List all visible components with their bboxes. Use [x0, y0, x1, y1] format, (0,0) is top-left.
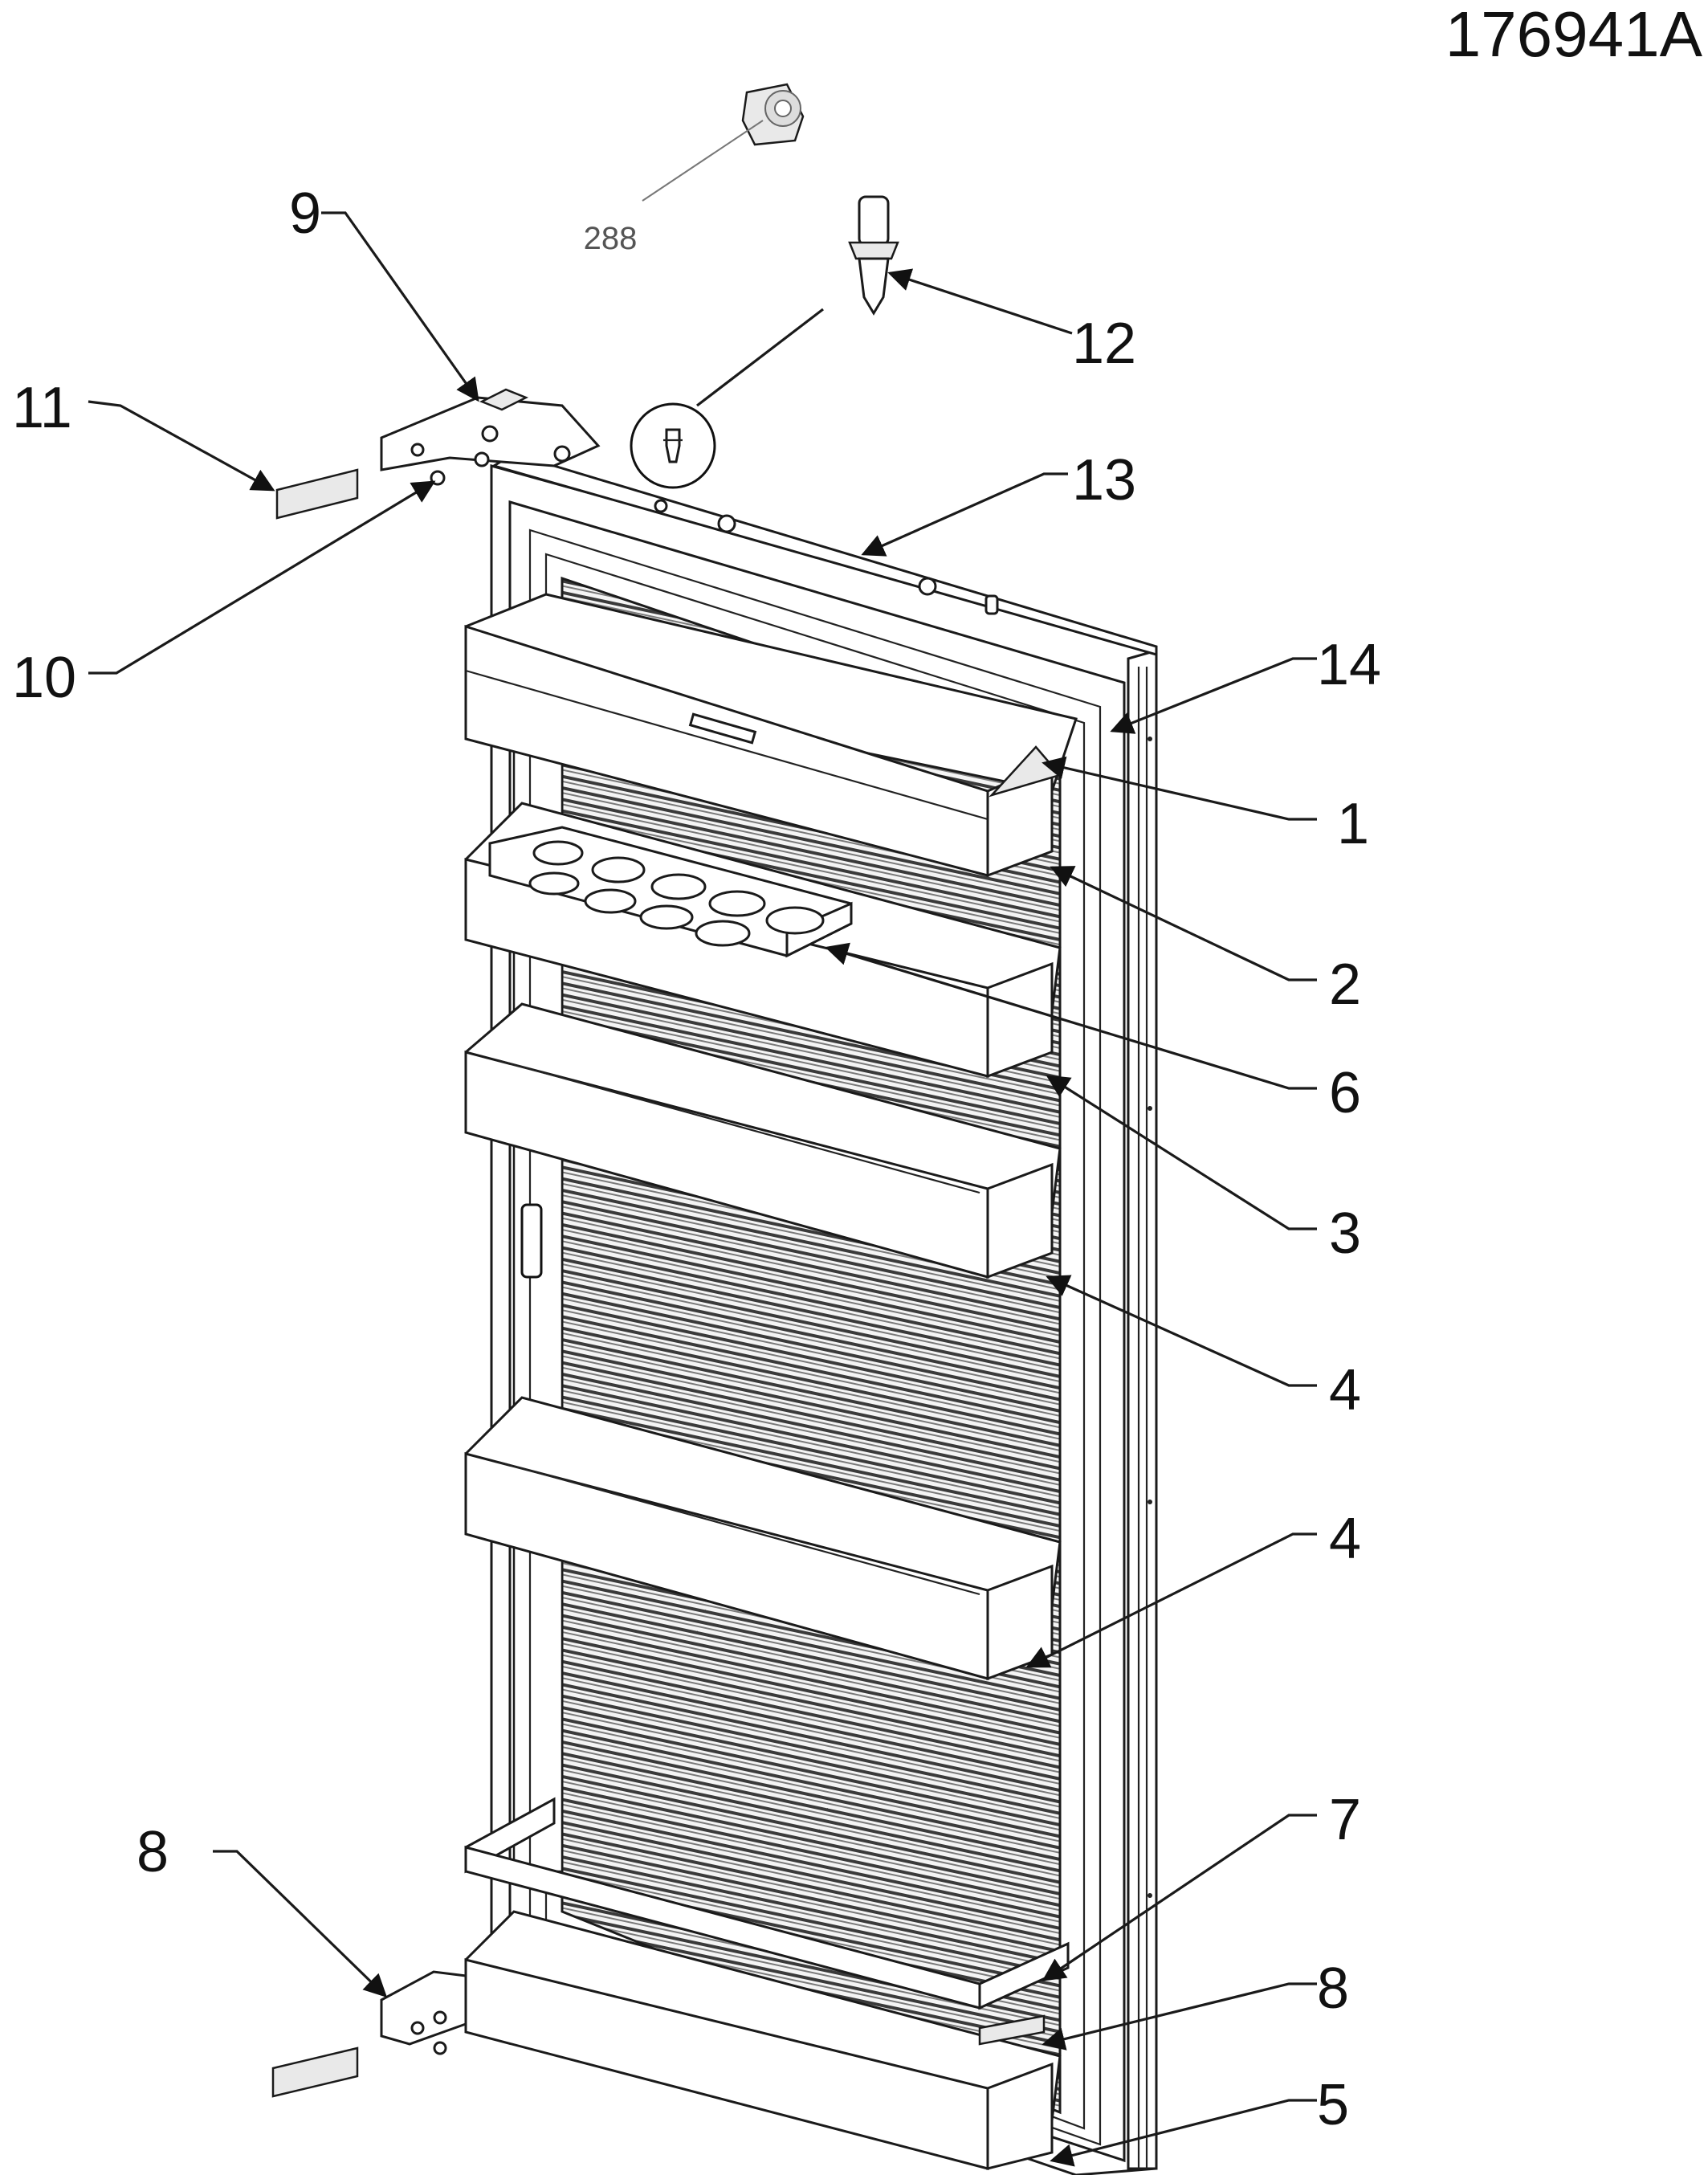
pin-detail-circle: [630, 402, 716, 489]
switch-288: [741, 83, 805, 146]
leader-4a: [1046, 1275, 1317, 1387]
hinge-pin-13: [848, 195, 899, 316]
callout-15: 14: [1317, 633, 1381, 697]
callout-3: 3: [1329, 1202, 1361, 1266]
egg-tray: [488, 826, 853, 958]
leader-14: [861, 472, 1068, 557]
leader-15: [1110, 657, 1317, 734]
leader-7: [1042, 1814, 1317, 1981]
leader-4b: [1025, 1532, 1317, 1668]
callout-8: 8: [1317, 1957, 1349, 2021]
leader-11: [88, 480, 436, 675]
callout-1: 1: [1337, 792, 1369, 856]
callout-288: 288: [584, 221, 638, 256]
hinge-cover-12: [275, 468, 359, 520]
leader-6: [825, 942, 1317, 1090]
bottom-hinge-cover: [271, 2046, 359, 2098]
leader-13-detail: [696, 308, 824, 407]
callout-2: 2: [1329, 953, 1361, 1017]
door-side-edge: [1127, 649, 1158, 2170]
callout-14: 13: [1072, 448, 1136, 512]
bottom-door-bin: [464, 1910, 1062, 2170]
callout-5: 5: [1317, 2073, 1349, 2137]
leader-8: [1042, 1982, 1317, 2051]
leader-2: [1050, 866, 1317, 981]
leader-13: [887, 268, 1073, 335]
bottom-hinge: [380, 1970, 467, 2046]
top-hinge: [380, 388, 601, 471]
callout-4b: 4: [1329, 1507, 1361, 1571]
callout-10: 8: [137, 1820, 169, 1884]
lower-shelf-rail: [464, 1797, 1070, 2010]
callout-11: 10: [12, 646, 76, 710]
door-handle-slot: [520, 1203, 543, 1279]
leader-3: [1046, 1075, 1317, 1230]
callout-4a: 4: [1329, 1358, 1361, 1422]
callout-6: 6: [1329, 1061, 1361, 1125]
callout-12: 11: [12, 376, 72, 440]
leader-12: [88, 400, 275, 492]
leader-10: [213, 1850, 388, 1998]
callout-9: 9: [289, 182, 321, 246]
leader-5: [1050, 2099, 1317, 2167]
leader-1: [1042, 756, 1317, 821]
leader-288: [642, 120, 764, 202]
callout-7: 7: [1329, 1788, 1361, 1852]
callout-13: 12: [1072, 312, 1136, 376]
door-bin-3: [464, 1002, 1062, 1279]
document-number: 176941A: [1445, 0, 1703, 70]
bottom-hinge-screw: [433, 2041, 447, 2055]
leader-9: [321, 211, 479, 402]
dairy-compartment: [464, 593, 1078, 878]
